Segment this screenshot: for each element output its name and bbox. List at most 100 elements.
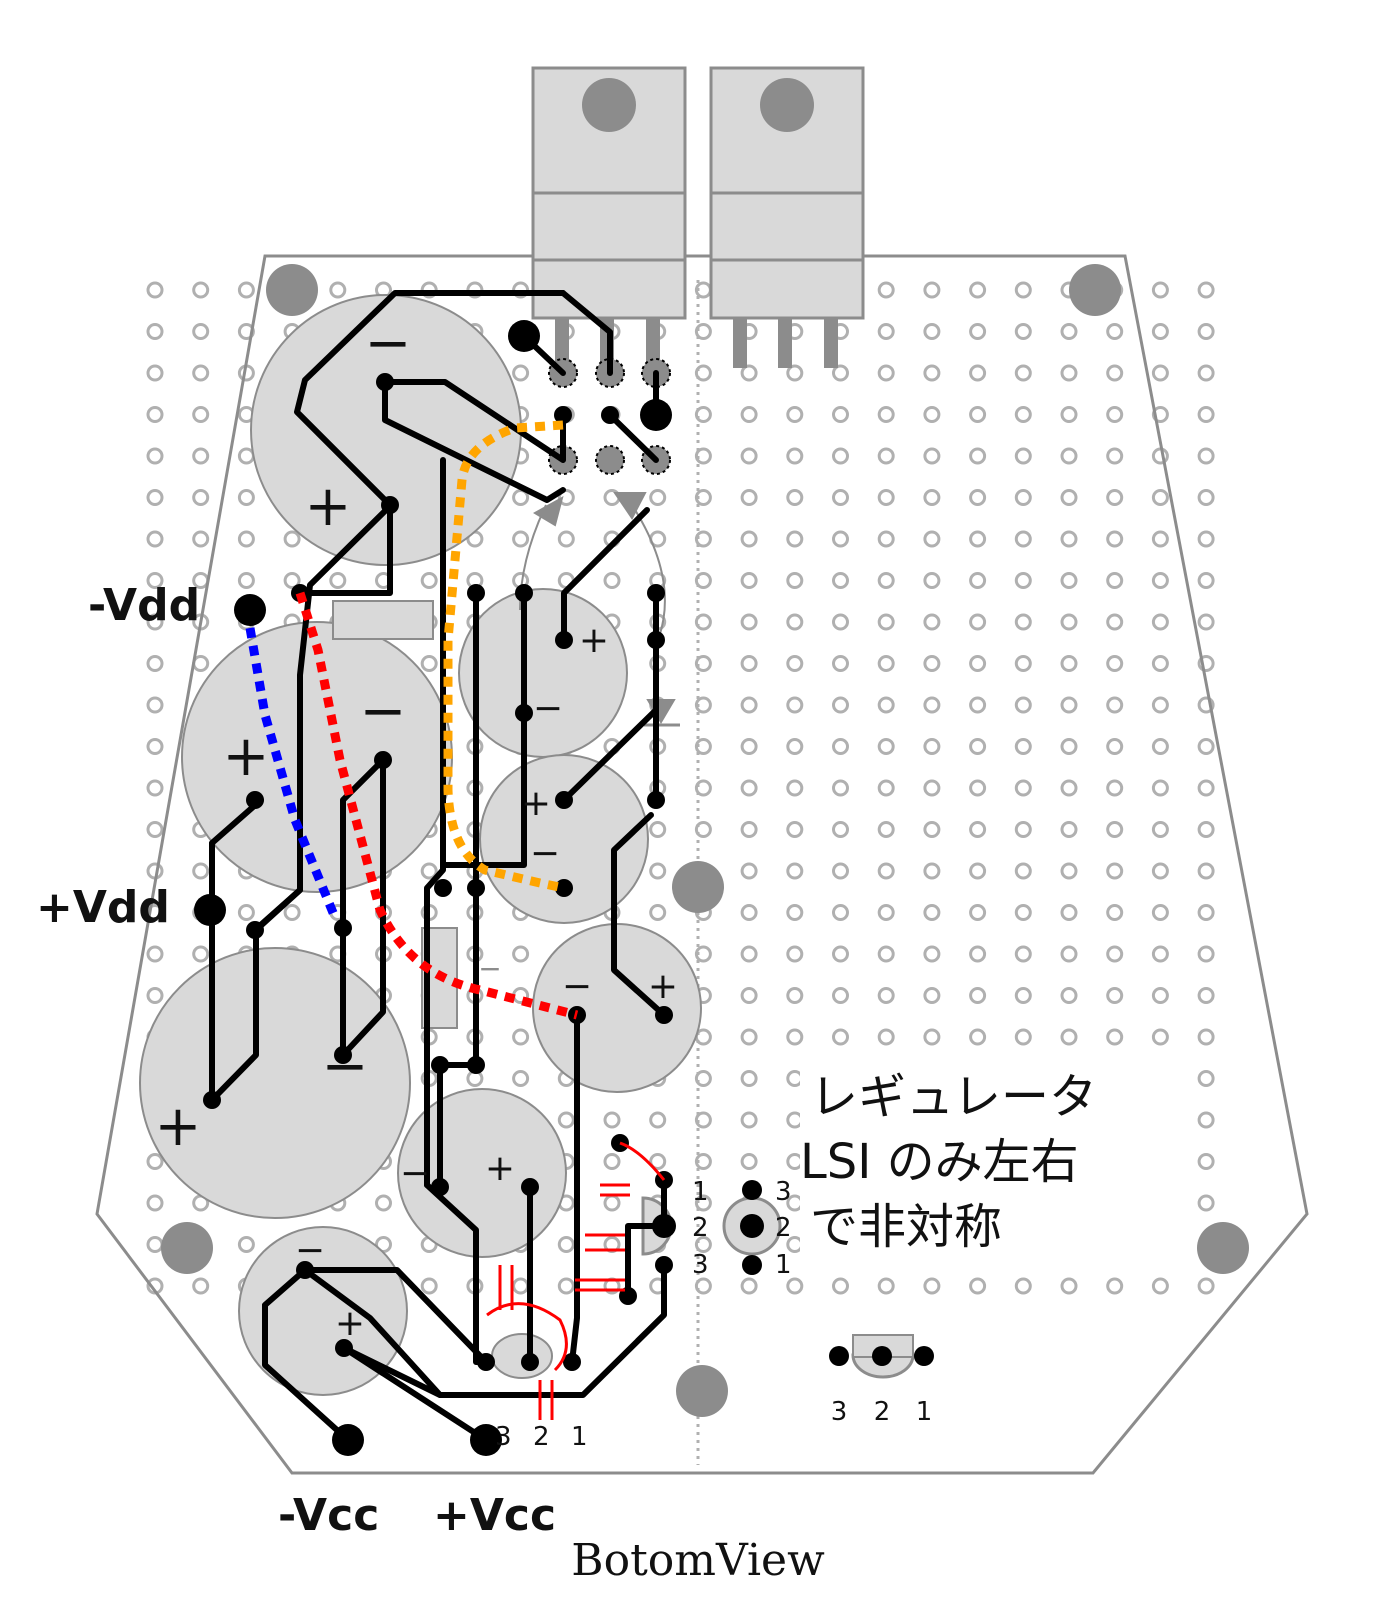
perfboard-hole [740,613,758,631]
perfboard-hole [740,1070,758,1087]
perfboard-hole [1106,655,1124,672]
perfboard-hole [694,572,712,589]
perfboard-hole [1014,821,1032,838]
perfboard-hole [877,738,895,755]
perfboard-hole [923,779,941,797]
perfboard-hole [1014,1028,1032,1046]
perfboard-hole [877,530,895,548]
wire-red [295,591,579,1020]
perfboard-hole [877,489,895,506]
perfboard-hole [694,323,712,340]
perfboard-hole [1060,696,1078,714]
junction-dot [381,496,399,514]
perfboard-hole [694,945,712,963]
perfboard-hole [694,779,712,797]
perfboard-hole [1197,323,1215,340]
plus-c3: + [155,1094,202,1159]
perfboard-hole [923,447,941,465]
capacitor-c3 [139,947,411,1219]
perfboard-hole [832,904,849,921]
perfboard-hole [877,1028,895,1046]
perfboard-hole [969,613,987,631]
perfboard-hole [786,821,804,838]
perfboard-hole [1060,572,1078,589]
perfboard-hole [603,1111,621,1129]
perfboard-hole [832,738,849,755]
pin-number: 2 [775,1213,792,1243]
perfboard-hole [649,1153,667,1170]
perfboard-hole [969,779,987,797]
perfboard-hole [1197,655,1215,672]
perfboard-hole [557,1277,575,1295]
perfboard-hole [969,447,987,465]
junction-dot [555,791,573,809]
perfboard-hole [1014,655,1032,672]
board-outline [95,254,1309,1475]
perfboard-hole [832,530,849,548]
pin-numbers-regulator-left: 1 2 3 [692,1177,709,1280]
capacitor-c4 [458,588,628,758]
perfboard-hole [786,655,804,672]
perfboard-hole [1151,406,1169,423]
perfboard-hole [603,572,621,589]
pin-number: 2 [533,1422,550,1452]
perfboard-hole [877,281,895,299]
perfboard-hole [1106,364,1124,382]
junction-dot [555,631,573,649]
perfboard-hole [1060,945,1078,963]
perfboard-hole [146,1194,164,1212]
pin-number: 1 [916,1397,933,1427]
plus-c2: + [223,724,270,789]
perfboard-hole [1060,1277,1078,1295]
perfboard-hole [786,1028,804,1046]
perfboard-hole [1060,406,1078,423]
pin-numbers-bottom-right: 3 2 1 [831,1397,933,1427]
junction-dot [647,631,665,649]
perfboard-hole [1106,406,1124,423]
perfboard-hole [923,945,941,963]
perfboard-hole [923,1028,941,1046]
perfboard-hole [1197,530,1215,548]
perfboard-hole [237,323,255,340]
junction-dot [655,1256,673,1274]
perfboard-hole [923,1277,941,1295]
plus-c1: + [305,474,352,539]
perfboard-hole [1014,406,1032,423]
junction-dot [477,1353,495,1371]
perfboard-hole [1151,696,1169,714]
regulator-ic-left [531,66,687,368]
perfboard-hole [832,696,849,714]
perfboard-hole [877,696,895,714]
transistor-right [722,1196,782,1256]
minus-c1: − [365,311,412,376]
junction-dot [655,1006,673,1024]
junction-dot [467,1056,485,1074]
perfboard-hole [832,987,849,1004]
perfboard-hole [694,1153,712,1170]
perfboard-hole [969,489,987,506]
perfboard-hole [694,613,712,631]
page-title: BotomView [571,1535,825,1586]
perfboard-hole [1151,655,1169,672]
perfboard-hole [1060,862,1078,880]
perfboard-hole [832,613,849,631]
junction-dot [431,1178,449,1196]
minus-resistor: − [478,952,501,985]
perfboard-hole [740,530,758,548]
perfboard-hole [694,1111,712,1129]
pin-number: 3 [775,1177,792,1207]
perfboard-hole [1014,281,1032,299]
perfboard-hole [192,281,210,299]
perfboard-hole [923,530,941,548]
perfboard-hole [786,1111,804,1129]
terminal-pad [234,594,266,626]
perfboard-hole [192,323,210,340]
pin-numbers-regulator-right: 3 2 1 [775,1177,792,1280]
perfboard-hole [1014,613,1032,631]
perfboard-hole [786,696,804,714]
perfboard-hole [877,862,895,880]
perfboard-hole [786,904,804,921]
junction-dot [296,1261,314,1279]
terminal-pad [332,1424,364,1456]
perfboard-hole [420,862,438,880]
